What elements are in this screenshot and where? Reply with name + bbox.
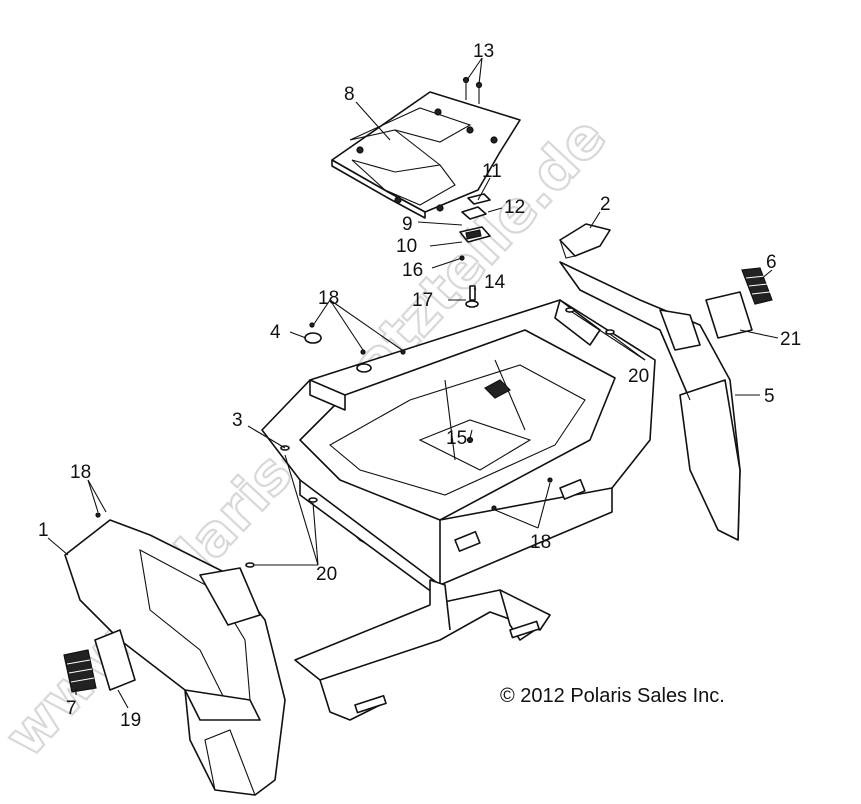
callout-15: 15 — [446, 428, 467, 449]
part-5-right-side-panel — [559, 261, 741, 541]
part-19-pad — [94, 629, 136, 691]
callout-11: 11 — [482, 161, 502, 182]
copyright-notice: © 2012 Polaris Sales Inc. — [500, 685, 725, 707]
part-14-17-fasteners — [465, 285, 479, 308]
part-6-grille — [741, 267, 773, 305]
callout-14: 14 — [484, 272, 506, 293]
part-2-bracket — [559, 223, 611, 259]
leader-lines — [47, 57, 779, 709]
callout-20-right: 20 — [628, 366, 649, 387]
callout-1: 1 — [38, 520, 49, 541]
callout-20-left: 20 — [316, 564, 337, 585]
callout-18-left: 18 — [70, 462, 91, 483]
callout-8: 8 — [344, 84, 355, 105]
callout-3: 3 — [232, 410, 243, 431]
callout-19: 19 — [120, 710, 141, 731]
callout-12: 12 — [504, 197, 525, 218]
part-3-cargo-box — [261, 299, 656, 599]
part-1-left-side-panel — [64, 519, 286, 796]
callout-7: 7 — [66, 698, 77, 719]
callout-4: 4 — [270, 322, 281, 343]
callout-18-top: 18 — [318, 288, 339, 309]
callout-17: 17 — [412, 290, 433, 311]
part-21-pad — [705, 291, 753, 339]
callout-9: 9 — [402, 214, 413, 235]
callout-16: 16 — [402, 260, 423, 281]
part-8-floor-panel — [331, 91, 521, 219]
part-7-grille — [63, 649, 97, 693]
callout-21: 21 — [780, 329, 801, 350]
callout-10: 10 — [396, 236, 417, 257]
callout-5: 5 — [764, 386, 775, 407]
callout-18-right: 18 — [530, 532, 551, 553]
callout-13: 13 — [473, 41, 494, 62]
callout-6: 6 — [766, 252, 777, 273]
part-13-bolts — [462, 76, 483, 104]
callouts: 13 8 11 12 9 2 10 16 14 17 18 4 6 21 20 … — [38, 41, 801, 731]
callout-2: 2 — [600, 194, 611, 215]
frame — [294, 579, 551, 721]
latch-parts — [459, 193, 491, 261]
